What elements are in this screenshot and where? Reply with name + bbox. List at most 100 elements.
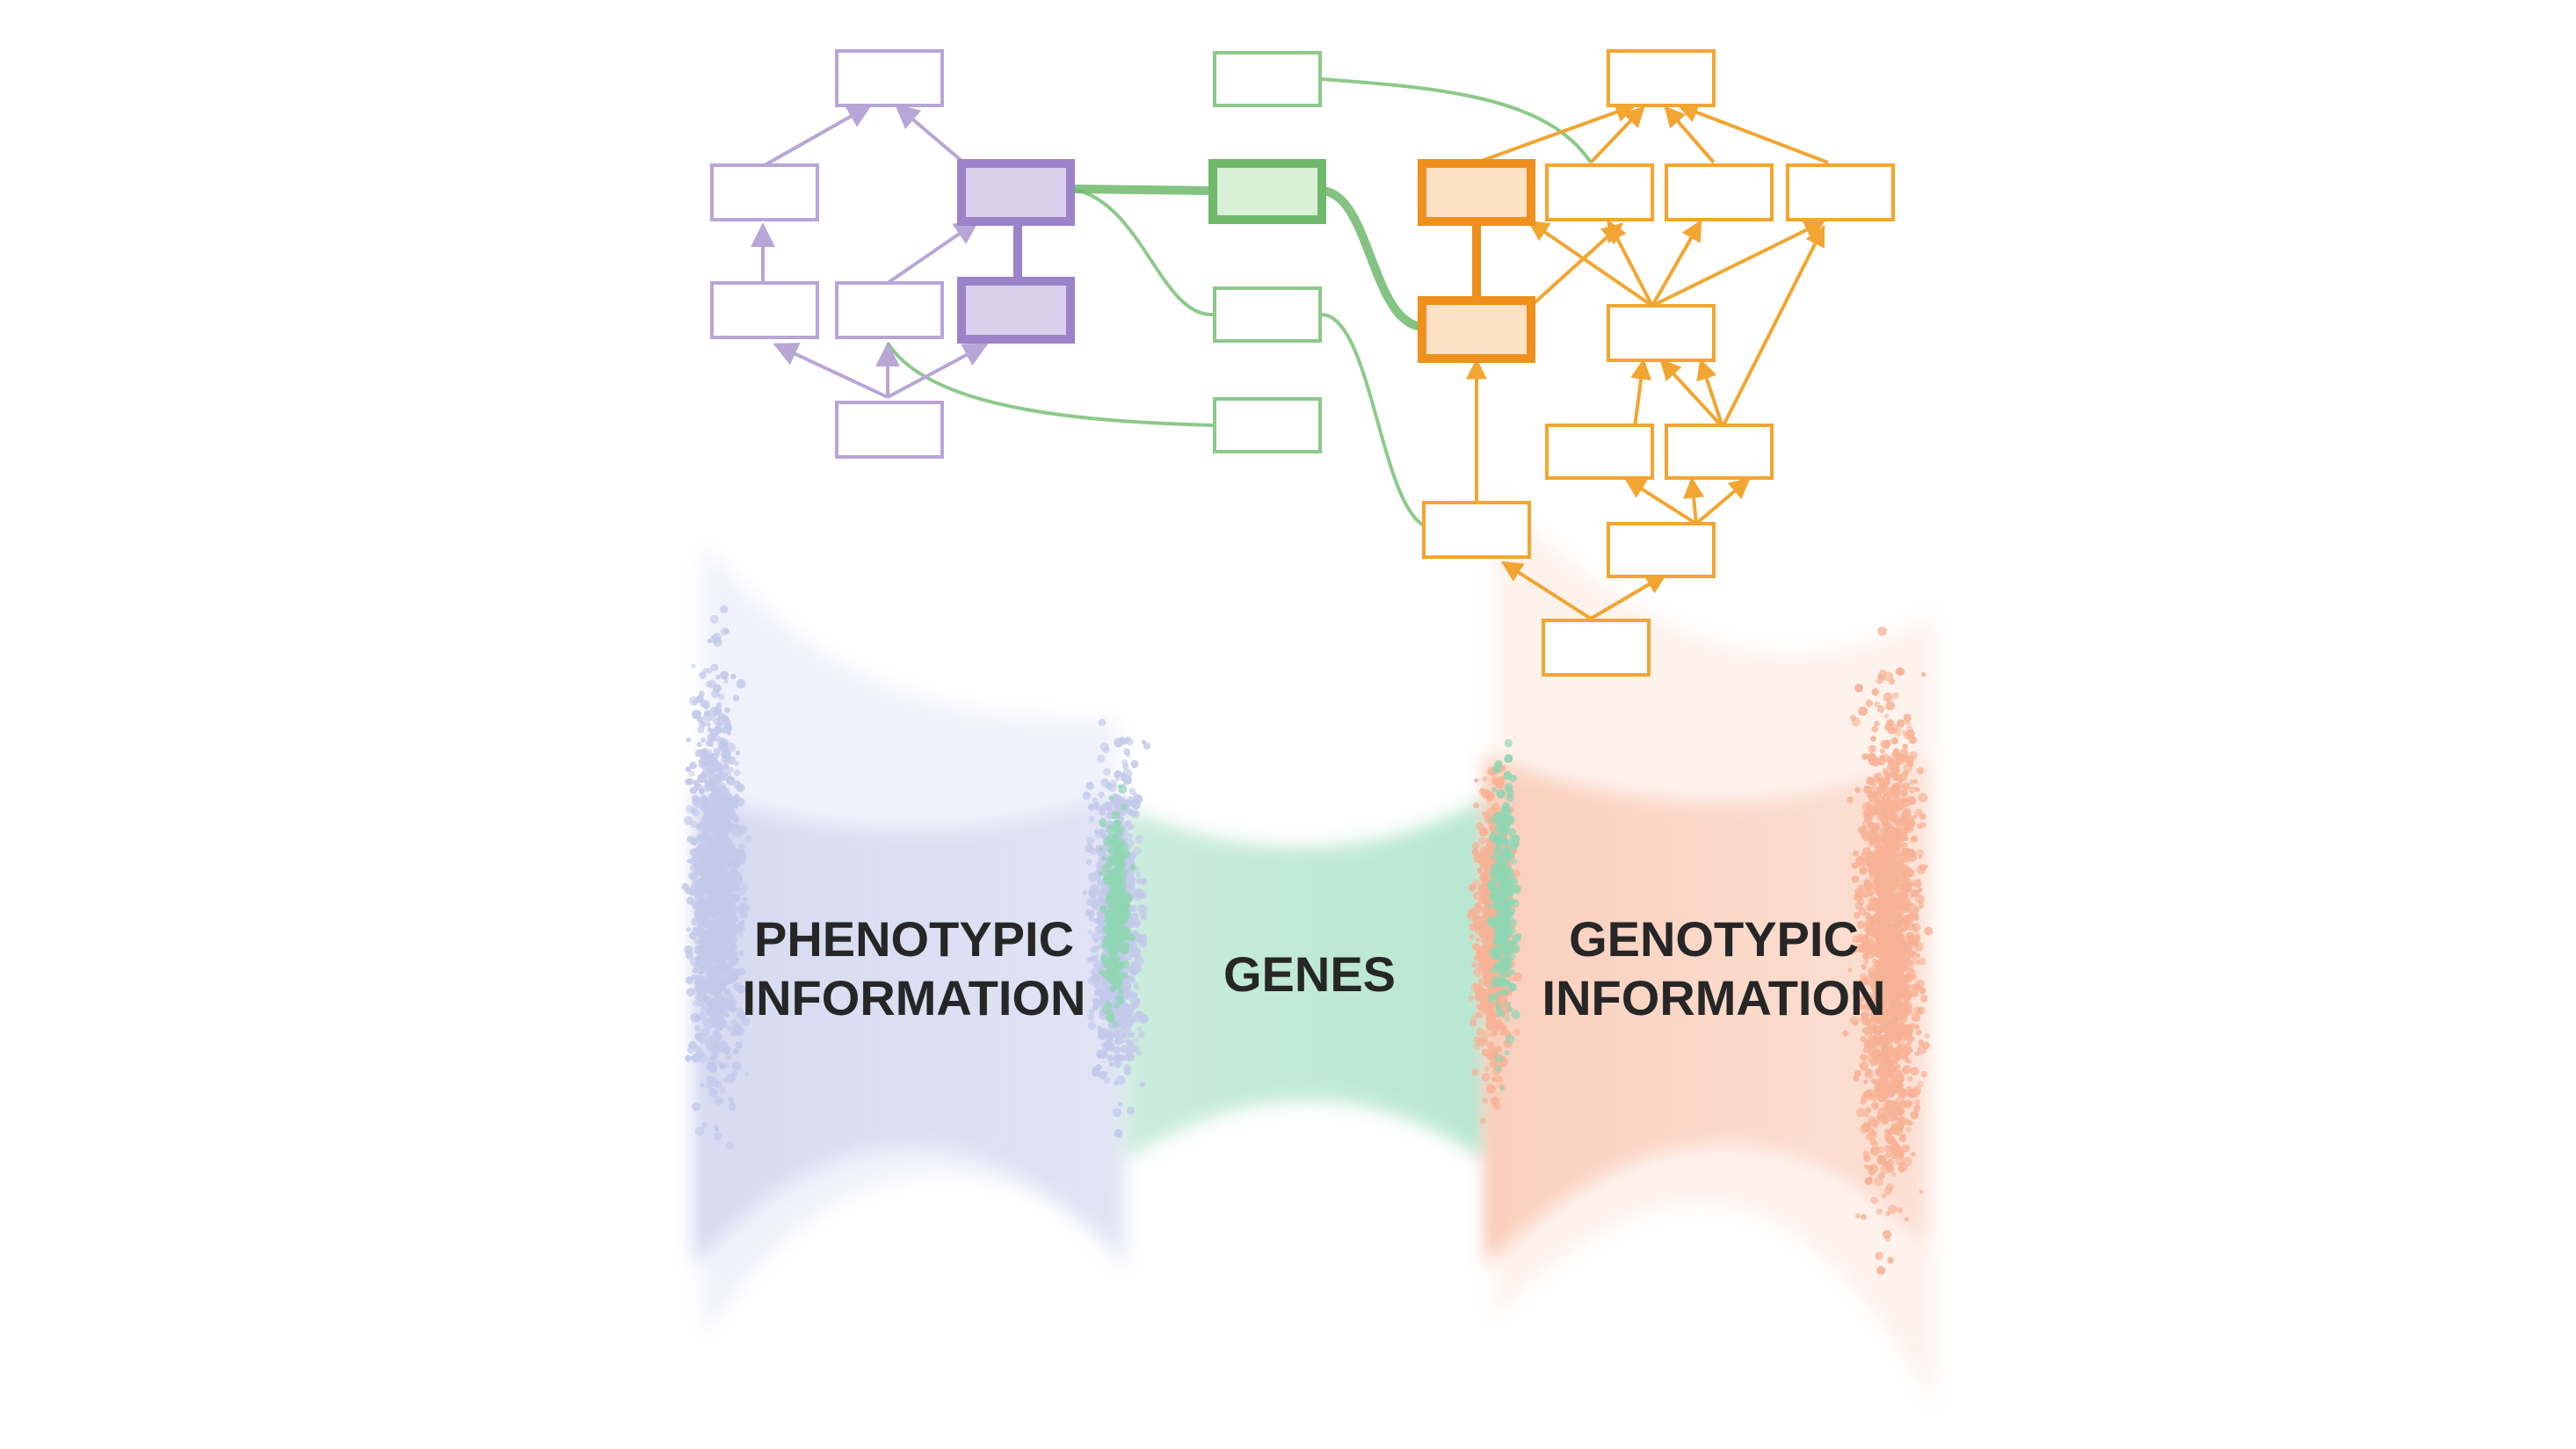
cluster-dot (717, 973, 726, 982)
cluster-dot (710, 788, 720, 798)
cluster-dot (732, 802, 739, 809)
cluster-dot (1902, 782, 1911, 791)
cluster-dot (1901, 729, 1908, 736)
cluster-dot (725, 1141, 735, 1150)
cluster-dot (727, 766, 734, 773)
cluster-dot (1101, 856, 1107, 861)
cluster-dot (1484, 843, 1494, 851)
cluster-dot (1918, 854, 1923, 860)
cluster-dot (1120, 1054, 1127, 1061)
cluster-dot (1897, 727, 1902, 732)
cluster-dot (728, 1097, 734, 1103)
cluster-dot (1135, 835, 1144, 844)
cluster-dot (694, 784, 700, 790)
cluster-dot (713, 817, 722, 827)
cluster-dot (1082, 890, 1087, 895)
cluster-dot (1920, 1070, 1927, 1078)
cluster-dot (712, 684, 722, 693)
cluster-dot (1913, 1098, 1920, 1105)
cluster-dot (1107, 856, 1114, 863)
cluster-dot (729, 944, 737, 950)
cluster-dot (692, 870, 699, 878)
cluster-dot (709, 1063, 718, 1073)
cluster-dot (702, 700, 711, 709)
cluster-dot (1468, 995, 1474, 1002)
cluster-dot (1111, 884, 1121, 895)
cluster-dot (733, 793, 740, 801)
cluster-dot (702, 817, 709, 824)
cluster-dot (715, 997, 723, 1005)
cluster-dot (1126, 736, 1131, 742)
cluster-dot (719, 772, 725, 779)
cluster-dot (1876, 810, 1884, 817)
cluster-dot (718, 811, 725, 817)
cluster-dot (1879, 1044, 1886, 1050)
cluster-dot (706, 863, 715, 873)
cluster-dot (718, 830, 728, 839)
cluster-dot (699, 671, 707, 679)
cluster-dot (1133, 888, 1141, 896)
cluster-dot (724, 706, 731, 714)
cluster-dot (718, 1025, 724, 1032)
cluster-dot (1902, 743, 1908, 750)
cluster-dot (1128, 787, 1136, 795)
cluster-dot (1494, 875, 1499, 880)
cluster-dot (1098, 871, 1104, 876)
cluster-dot (1143, 743, 1150, 750)
cluster-dot (704, 780, 714, 789)
cluster-dot (711, 757, 717, 763)
cluster-dot (697, 773, 707, 783)
cluster-dot (692, 1102, 701, 1112)
cluster-dot (1870, 735, 1876, 742)
cluster-dot (1133, 1045, 1141, 1052)
cluster-dot (718, 804, 728, 814)
cluster-dot (1919, 813, 1927, 821)
cluster-dot (705, 964, 715, 973)
cluster-dot (1090, 883, 1099, 894)
cluster-dot (724, 1062, 730, 1069)
cluster-dot (713, 1031, 722, 1040)
cluster-dot (694, 888, 704, 897)
cluster-dot (692, 967, 699, 974)
cluster-dot (1501, 806, 1508, 814)
cluster-dot (1094, 830, 1104, 839)
cluster-dot (741, 883, 749, 891)
cluster-dot (1482, 811, 1487, 816)
cluster-dot (1126, 1040, 1135, 1047)
cluster-dot (689, 786, 698, 794)
cluster-dot (719, 1087, 727, 1095)
cluster-dot (731, 1070, 737, 1077)
cluster-dot (1885, 700, 1895, 711)
cluster-dot (1141, 914, 1147, 921)
cluster-dot (740, 1012, 745, 1018)
cluster-dot (1867, 1176, 1873, 1182)
cluster-dot (702, 906, 711, 914)
genes-cloud (1125, 800, 1485, 1160)
cluster-dot (713, 637, 722, 647)
cluster-dot (731, 1061, 742, 1071)
cluster-dot (1854, 1069, 1862, 1077)
cluster-dot (695, 995, 701, 1001)
cluster-dot (696, 742, 702, 748)
cluster-dot (729, 938, 735, 945)
cluster-dot (1899, 748, 1909, 758)
cluster-dot (737, 924, 745, 932)
cluster-dot (1492, 891, 1499, 898)
cluster-dot (710, 857, 719, 866)
cluster-dot (1865, 699, 1873, 707)
cluster-dot (1086, 898, 1094, 906)
cluster-dot (1479, 827, 1489, 837)
cluster-dot (730, 1018, 737, 1025)
cluster-dot (731, 831, 738, 838)
cluster-dot (695, 960, 702, 968)
cluster-dot (734, 761, 739, 766)
cluster-dot (1119, 900, 1128, 909)
cluster-dot (1105, 782, 1113, 790)
cluster-dot (708, 758, 714, 764)
cluster-dot (699, 859, 706, 866)
cluster-dot (718, 693, 725, 700)
cluster-dot (707, 750, 713, 755)
cluster-dot (1877, 1093, 1886, 1103)
cluster-dot (1905, 1127, 1912, 1133)
